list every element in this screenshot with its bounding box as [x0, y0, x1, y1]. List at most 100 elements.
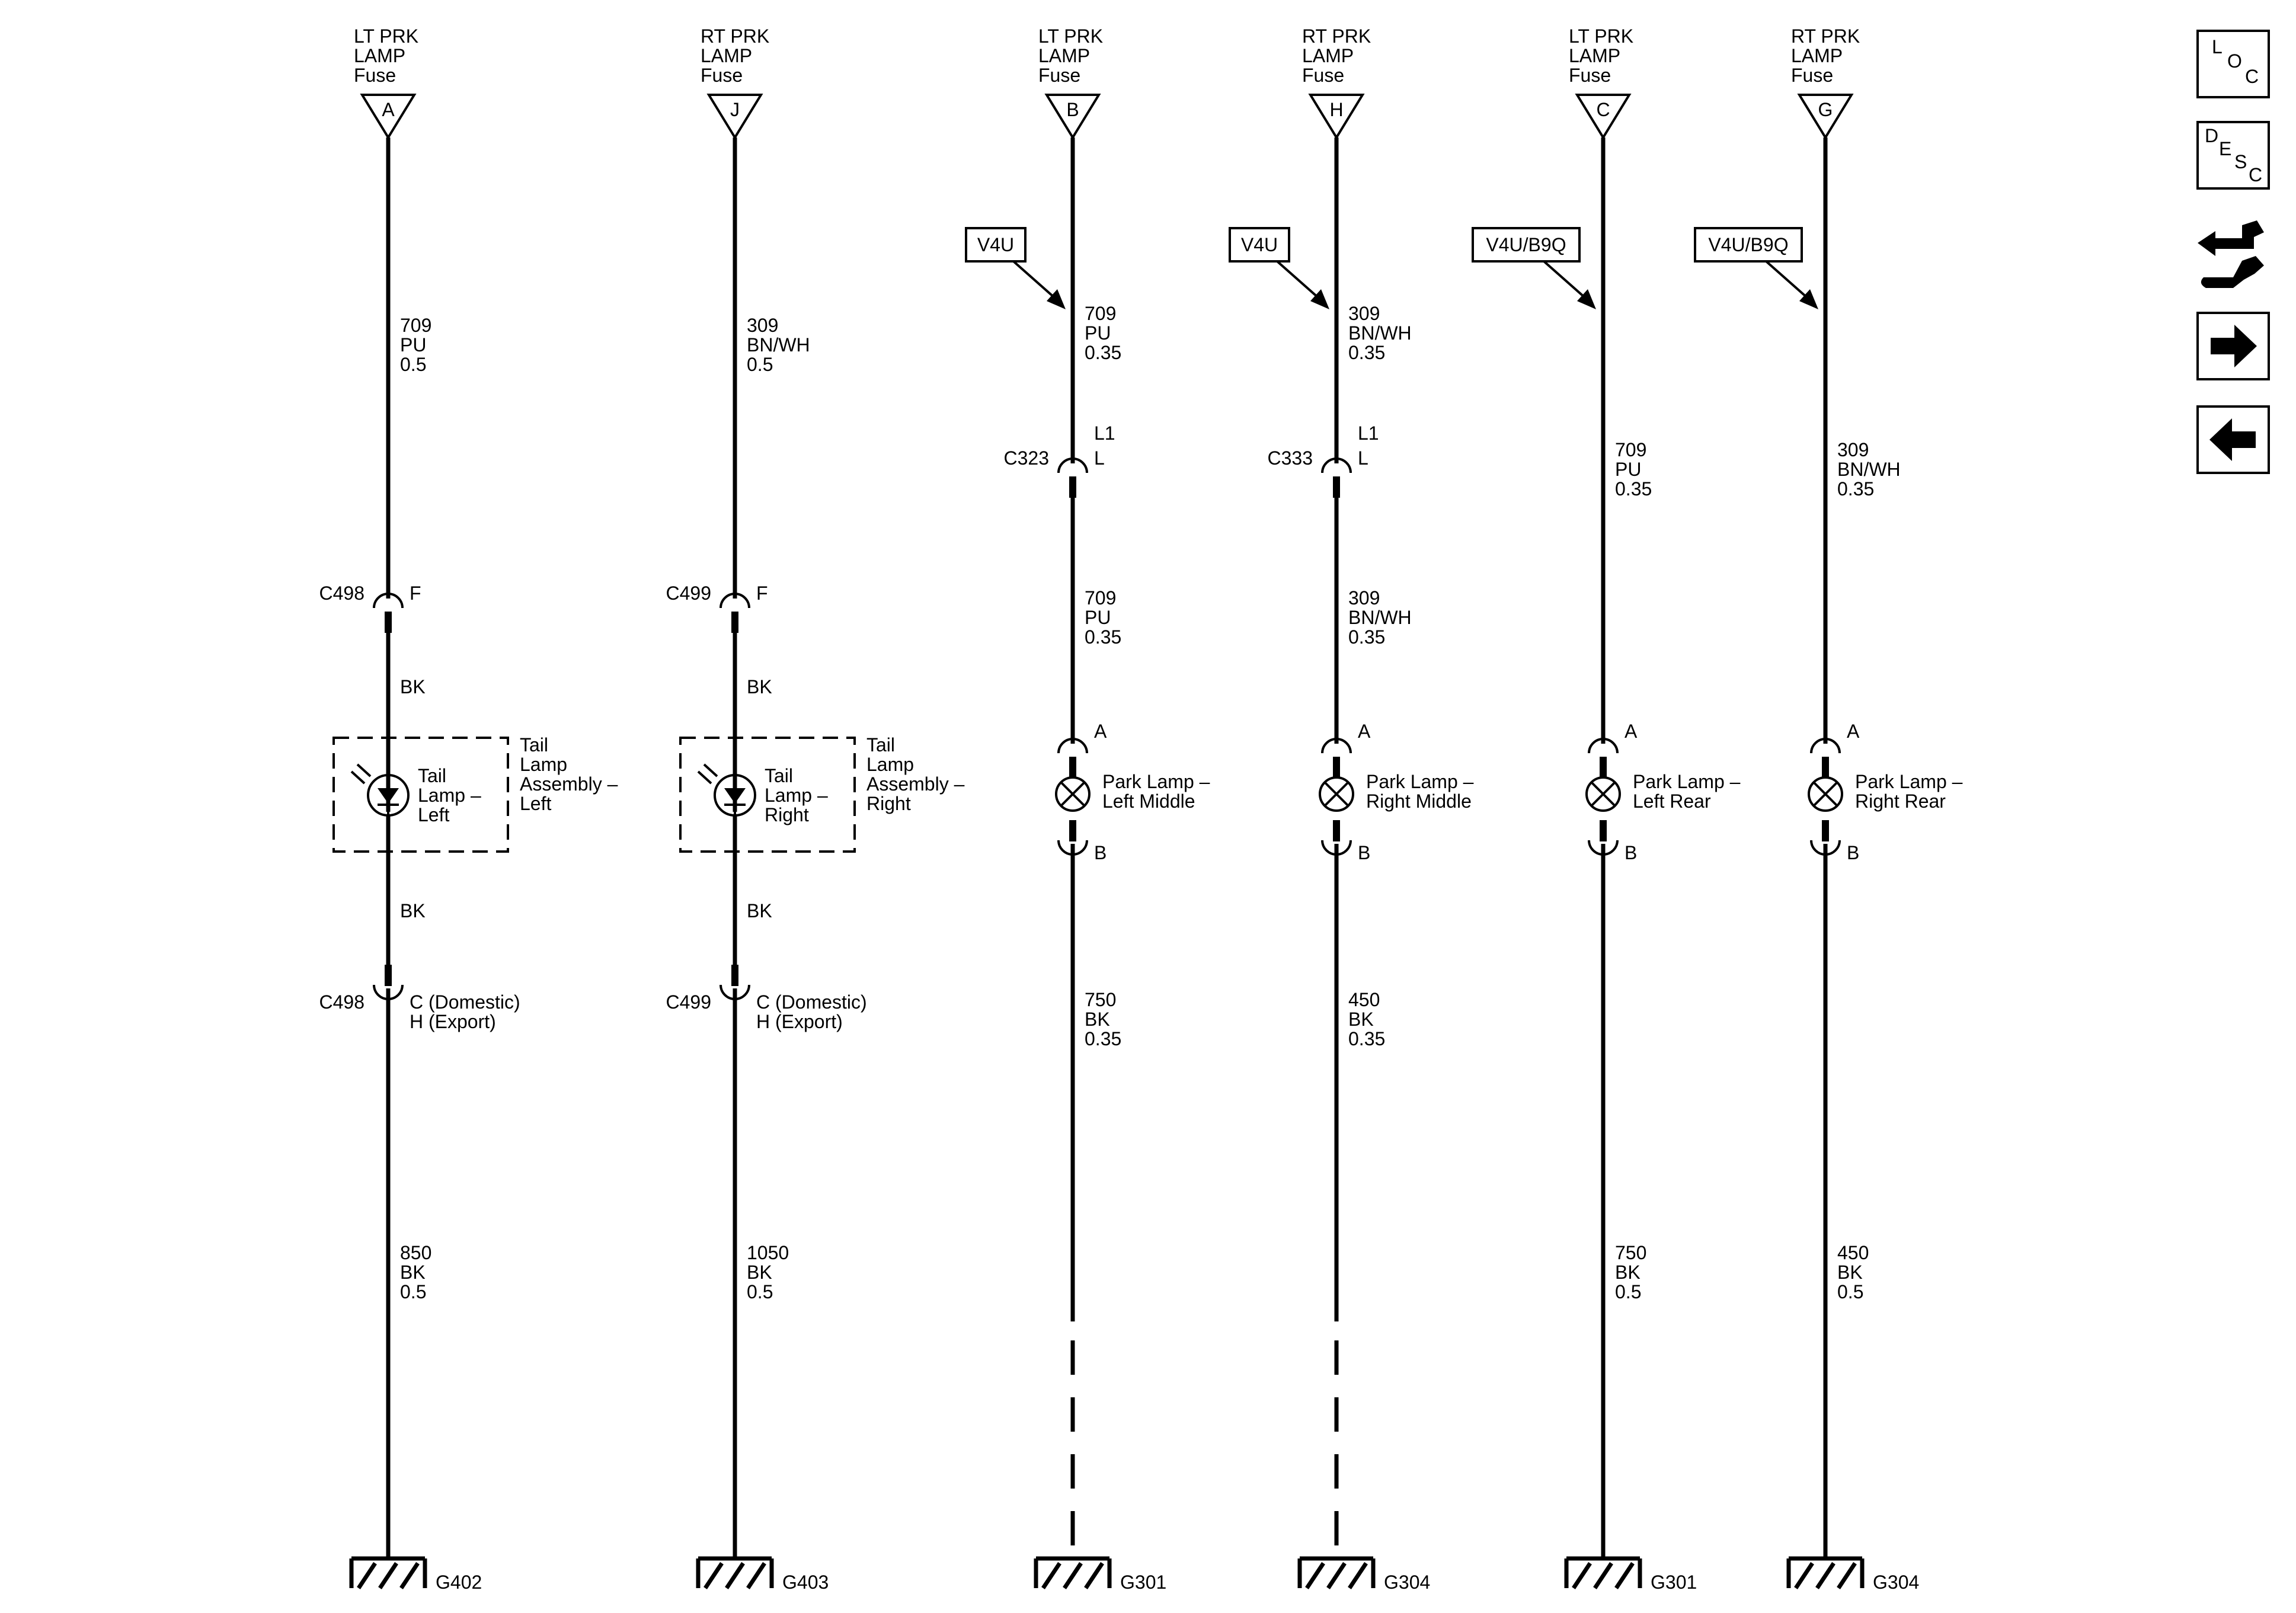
- wire-label-upper: BN/WH: [1348, 322, 1412, 344]
- fuse-name-label: Fuse: [1302, 65, 1344, 86]
- connector-name: C498: [319, 991, 365, 1013]
- ground-symbol: [1034, 1556, 1112, 1589]
- connector-shape: [2198, 220, 2264, 256]
- ground-hatch: [1041, 1562, 1061, 1589]
- ground-hatch: [357, 1562, 377, 1589]
- wire-label-upper: PU: [1615, 459, 1641, 480]
- wire-label: 0.35: [1348, 626, 1385, 648]
- loc-letter: C: [2245, 66, 2259, 87]
- ground-hatch: [1305, 1562, 1325, 1589]
- connector-arc: [720, 593, 750, 609]
- wire-label: BK: [400, 900, 426, 921]
- loc-button-frame[interactable]: [2196, 30, 2270, 98]
- option-tag-box: [1229, 227, 1290, 263]
- fuse-name-label: LT PRK: [1569, 25, 1633, 47]
- fuse-name-label: LAMP: [701, 45, 752, 66]
- ground-label: G301: [1651, 1572, 1697, 1593]
- wire-label-lower: 1050: [747, 1242, 789, 1263]
- fuse-name-label: Fuse: [1791, 65, 1833, 86]
- ground-hatch: [1572, 1562, 1592, 1589]
- connector-name: C333: [1268, 447, 1313, 469]
- wire-label-lower: 850: [400, 1242, 431, 1263]
- tail-lamp-assembly-label: Assembly –: [520, 773, 618, 795]
- lamp-pin-label: A: [1094, 721, 1107, 742]
- option-tag-box: [1694, 227, 1803, 263]
- connector-name: C499: [666, 991, 712, 1013]
- tail-lamp-assembly-label: Left: [520, 793, 551, 814]
- connector-pin: [1822, 757, 1829, 778]
- park-lamp-label: Park Lamp –: [1633, 771, 1741, 792]
- connector-arc: [1057, 457, 1088, 473]
- connector-symbol: [373, 593, 404, 633]
- park-lamp-label: Park Lamp –: [1855, 771, 1963, 792]
- fuse-terminal-letter: A: [382, 99, 395, 120]
- previous-button-frame[interactable]: [2196, 405, 2270, 474]
- ground-symbol: [696, 1556, 774, 1589]
- ground-hatch: [725, 1562, 745, 1589]
- connector-arc: [373, 593, 404, 609]
- wire-label-lower: 0.35: [1085, 1028, 1121, 1049]
- lamp-pin-label: A: [1847, 721, 1860, 742]
- wrench-shape: [2201, 256, 2264, 288]
- tail-lamp-label: Lamp –: [765, 785, 828, 806]
- ground-hatch: [1794, 1562, 1814, 1589]
- wire-label-lower: 0.5: [400, 1281, 426, 1302]
- fuse-name-label: LAMP: [354, 45, 405, 66]
- wire-label-upper: 309: [747, 315, 778, 336]
- park-lamp-label: Park Lamp –: [1102, 771, 1210, 792]
- wire-label-upper: PU: [400, 334, 426, 356]
- fuse-name-label: RT PRK: [701, 25, 769, 47]
- park-lamp-bulb-icon: [1319, 776, 1354, 812]
- wire-label-lower: BK: [747, 1262, 772, 1283]
- tail-lamp-label: Lamp –: [418, 785, 481, 806]
- next-button-frame[interactable]: [2196, 312, 2270, 380]
- next-page-button[interactable]: [2196, 312, 2270, 380]
- tail-lamp-assembly-label: Right: [866, 793, 911, 814]
- lamp-pin-label: B: [1094, 842, 1107, 863]
- wire-label: BN/WH: [1348, 607, 1412, 628]
- wire-label-upper: 709: [400, 315, 431, 336]
- wire-label-lower: 450: [1837, 1242, 1869, 1263]
- fuse-terminal-letter: J: [730, 99, 740, 120]
- fuse-terminal-triangle: [1308, 94, 1365, 140]
- wire-label: 0.35: [1085, 626, 1121, 648]
- connector-pin: [1333, 757, 1340, 778]
- bulb-cross: [1060, 781, 1086, 807]
- connector-pin-label: H (Export): [756, 1011, 843, 1032]
- wire-label-lower: BK: [1085, 1009, 1110, 1030]
- wire-label-lower: BK: [1837, 1262, 1863, 1283]
- option-tag-label: V4U: [1241, 234, 1278, 255]
- wire-label-upper: 309: [1837, 439, 1869, 460]
- connector-pin-label: C (Domestic): [410, 991, 520, 1013]
- wire-label-upper: 0.35: [1085, 342, 1121, 363]
- circuit-6: RT PRKLAMPFuseGV4U/B9Q309BN/WH0.35ABPark…: [1694, 25, 1963, 1593]
- connector-pin-label: F: [410, 583, 421, 604]
- loc-button[interactable]: LOC: [2196, 30, 2270, 98]
- tail-lamp-assembly-label: Lamp: [866, 754, 914, 775]
- connector-pin: [1069, 820, 1076, 841]
- option-tag-label: V4U/B9Q: [1708, 234, 1788, 255]
- ground-hatch: [1593, 1562, 1613, 1589]
- wire-label-lower: BK: [1615, 1262, 1641, 1283]
- park-lamp-label: Right Middle: [1366, 791, 1472, 812]
- ground-hatch: [1326, 1562, 1347, 1589]
- connector-pin-label: F: [756, 583, 768, 604]
- connector-tool-icon[interactable]: [2198, 220, 2264, 288]
- park-lamp-label: Left Middle: [1102, 791, 1195, 812]
- wire-label: BK: [400, 676, 426, 697]
- ground-symbol: [1564, 1556, 1642, 1589]
- ground-hatch: [746, 1562, 766, 1589]
- fuse-name-label: LAMP: [1569, 45, 1620, 66]
- fuse-name-label: Fuse: [701, 65, 743, 86]
- wire-label-upper: 0.35: [1615, 478, 1652, 500]
- desc-letter: D: [2205, 125, 2218, 146]
- connector-name: C499: [666, 583, 712, 604]
- ground-symbol: [1786, 1556, 1865, 1589]
- fuse-terminal-triangle: [1575, 94, 1632, 140]
- park-lamp-bulb-icon: [1055, 776, 1091, 812]
- desc-button-frame[interactable]: [2196, 121, 2270, 190]
- connector-name: C323: [1004, 447, 1050, 469]
- previous-page-button[interactable]: [2196, 405, 2270, 474]
